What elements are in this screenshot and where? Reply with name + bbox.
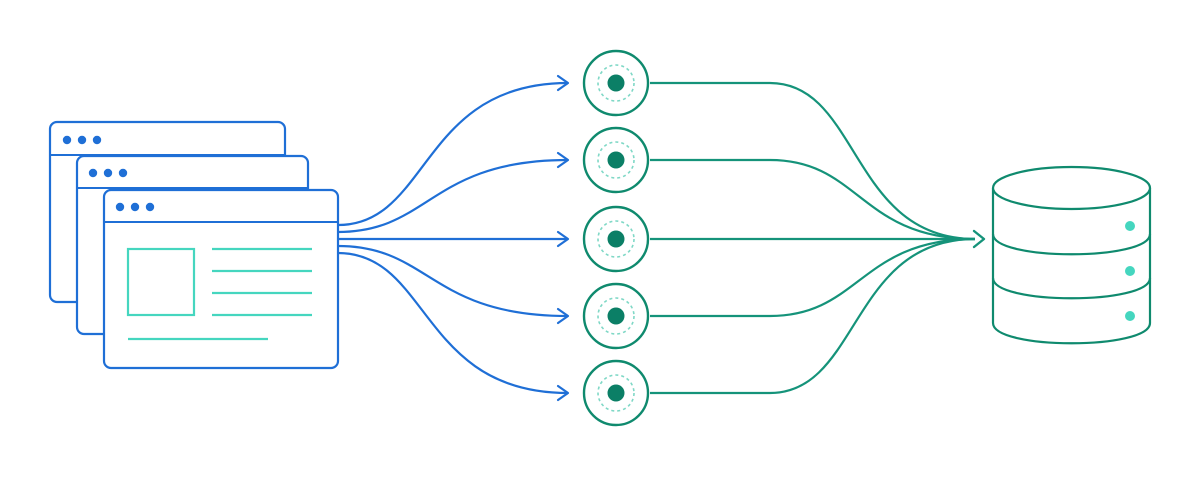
output-line-4 — [650, 237, 976, 318]
arrow-head-icon — [556, 384, 570, 402]
client-windows — [48, 120, 340, 370]
database-top — [991, 165, 1152, 211]
window-dot-icon — [88, 168, 98, 178]
server-node-icon — [582, 359, 650, 427]
database-segment-divider — [991, 233, 1152, 256]
window-dot-icon — [92, 135, 102, 145]
arrow-head-icon — [556, 307, 570, 325]
request-lines — [337, 81, 569, 395]
database-led-icon — [1125, 221, 1135, 231]
output-lines — [650, 81, 976, 395]
request-line-5 — [337, 251, 569, 395]
database-body — [991, 188, 1152, 345]
server-node-icon — [582, 49, 650, 117]
database-led-icon — [1125, 266, 1135, 276]
window-dot-icon — [145, 202, 155, 212]
server-node-icon — [582, 205, 650, 273]
database-segment-divider — [991, 277, 1152, 300]
browser-window-front — [102, 188, 340, 370]
window-frame — [102, 188, 340, 370]
window-dot-icon — [103, 168, 113, 178]
arrow-head-icon — [556, 230, 570, 248]
output-line-2 — [650, 158, 976, 241]
arrow-head-icon — [972, 229, 986, 249]
server-node-icon — [582, 282, 650, 350]
window-dot-icon — [77, 135, 87, 145]
database-led-icon — [1125, 311, 1135, 321]
request-line-1 — [337, 81, 569, 227]
window-dot-icon — [118, 168, 128, 178]
window-dot-icon — [62, 135, 72, 145]
request-line-2 — [337, 158, 569, 234]
arrow-head-icon — [556, 151, 570, 169]
request-line-4 — [337, 244, 569, 318]
request-arrowheads — [556, 74, 570, 402]
window-dot-icon — [115, 202, 125, 212]
arrow-head-icon — [556, 74, 570, 92]
output-line-5 — [650, 237, 976, 395]
server-node-icon — [582, 126, 650, 194]
server-nodes — [582, 49, 650, 427]
window-dot-icon — [130, 202, 140, 212]
database-icon — [991, 165, 1152, 345]
output-line-1 — [650, 81, 976, 241]
image-placeholder-icon — [126, 247, 196, 317]
